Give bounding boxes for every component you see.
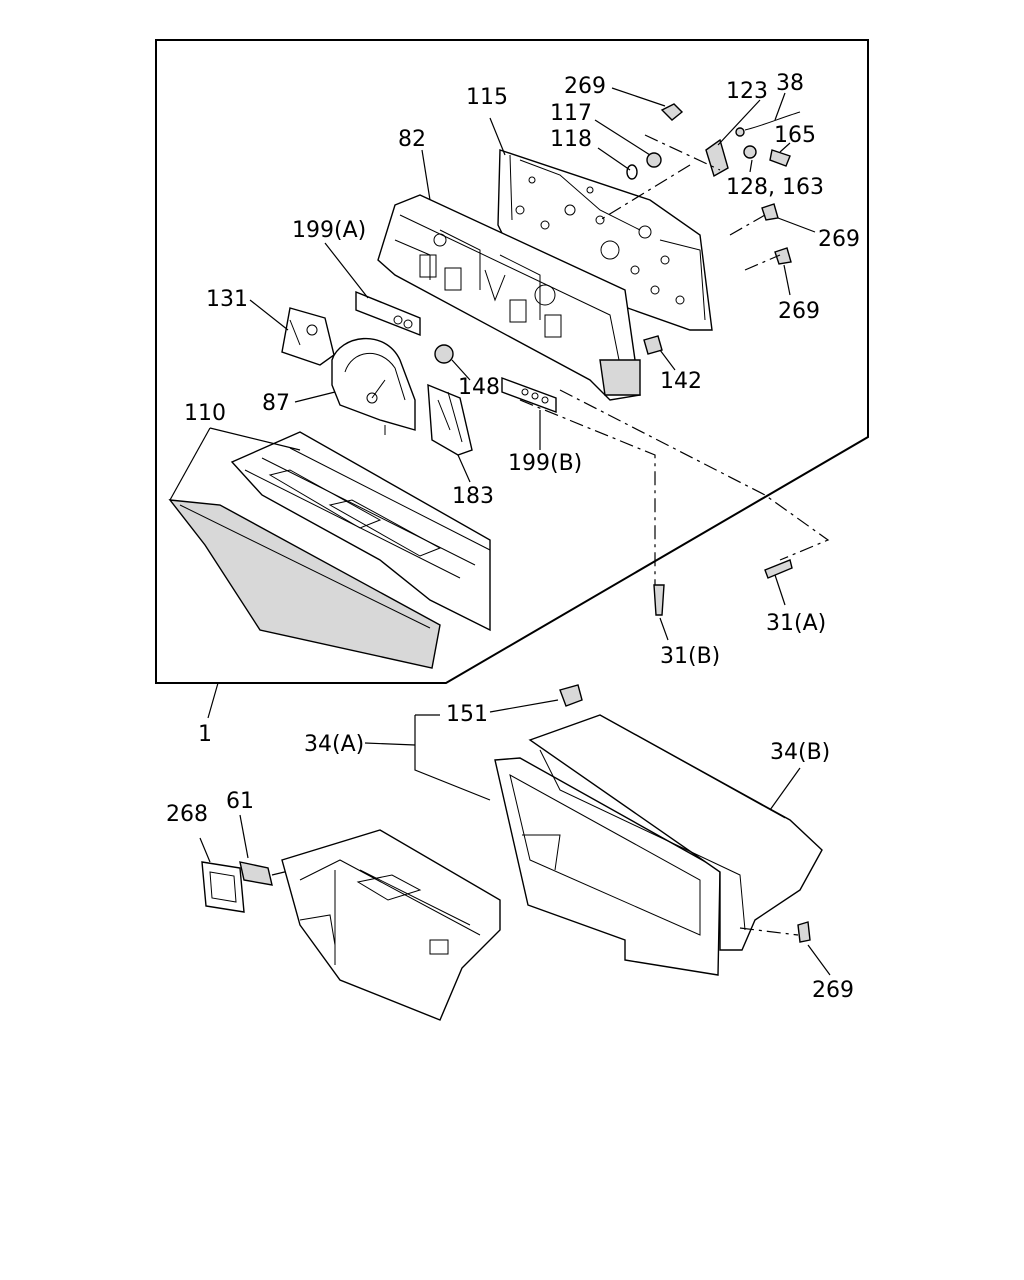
knob-148 xyxy=(434,344,454,364)
callout-117: 117 xyxy=(550,101,592,126)
plate-268 xyxy=(201,861,245,913)
plate-199b xyxy=(501,376,557,414)
screw-269-low xyxy=(774,247,792,265)
terminal-165 xyxy=(769,149,791,167)
screw-269-mid xyxy=(761,203,779,221)
assembly-frame xyxy=(155,39,869,684)
switch-61 xyxy=(239,861,273,886)
speedometer-87 xyxy=(331,337,416,435)
callout-38: 38 xyxy=(776,71,804,96)
leader-lines xyxy=(169,87,831,976)
callout-269-mid: 269 xyxy=(818,227,860,252)
callout-1: 1 xyxy=(198,722,212,747)
callout-183: 183 xyxy=(452,484,494,509)
gauge-131 xyxy=(281,307,335,366)
screw-31b xyxy=(653,584,665,616)
callout-123: 123 xyxy=(726,79,768,104)
connector-123 xyxy=(705,138,729,178)
callout-142: 142 xyxy=(660,369,702,394)
callout-151: 151 xyxy=(446,702,488,727)
meter-lens-110 xyxy=(168,431,491,669)
callout-34b: 34(B) xyxy=(770,740,830,765)
callout-31a: 31(A) xyxy=(766,611,826,636)
callout-87: 87 xyxy=(262,391,290,416)
callout-34a: 34(A) xyxy=(304,732,364,757)
callout-131: 131 xyxy=(206,287,248,312)
callout-labels: 269 38 123 115 117 165 118 82 128, 163 1… xyxy=(166,71,860,1003)
dashboard-panel xyxy=(281,829,501,1021)
bulb-118 xyxy=(626,164,638,180)
callout-148: 148 xyxy=(458,375,500,400)
callout-61: 61 xyxy=(226,789,254,814)
callout-165: 165 xyxy=(774,123,816,148)
callout-31b: 31(B) xyxy=(660,644,720,669)
meter-case-82 xyxy=(377,194,641,401)
bulb-117 xyxy=(646,152,662,168)
label-plate-199a xyxy=(355,290,421,337)
callout-82: 82 xyxy=(398,127,426,152)
callout-128-163: 128, 163 xyxy=(726,175,824,200)
callout-269-bottom: 269 xyxy=(812,978,854,1003)
component-142 xyxy=(643,335,663,355)
circuit-board-115 xyxy=(497,149,713,331)
clip-151 xyxy=(559,684,583,707)
gauge-183 xyxy=(427,383,473,456)
callout-268: 268 xyxy=(166,802,208,827)
callout-199b: 199(B) xyxy=(508,451,582,476)
cover-34b xyxy=(528,714,823,951)
screw-31a xyxy=(764,559,793,579)
callout-199a: 199(A) xyxy=(292,218,366,243)
callout-115: 115 xyxy=(466,85,508,110)
screw-269-bottom xyxy=(797,921,811,943)
callout-118: 118 xyxy=(550,127,592,152)
callout-110: 110 xyxy=(184,401,226,426)
wire-38 xyxy=(735,111,801,137)
screw-269-top xyxy=(660,103,684,121)
callout-269-low: 269 xyxy=(778,299,820,324)
screw-128-163 xyxy=(743,145,757,159)
callout-269-top: 269 xyxy=(564,74,606,99)
